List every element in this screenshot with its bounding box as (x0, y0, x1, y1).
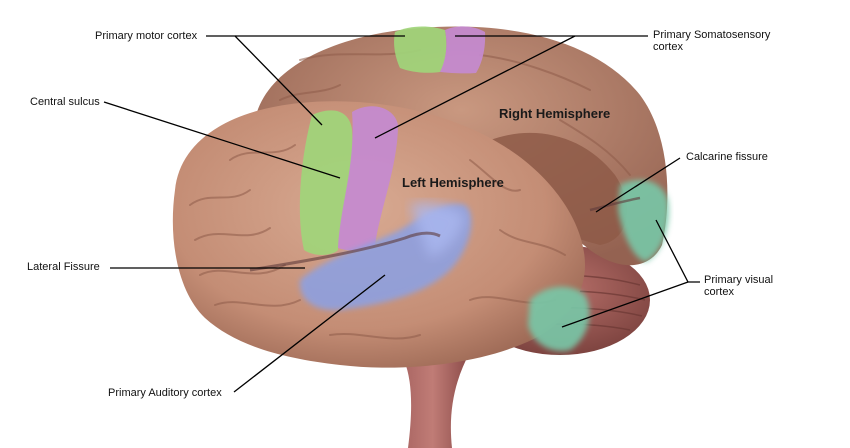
primary-visual-cortex-region-left (528, 286, 590, 352)
primary-motor-cortex-region (299, 110, 353, 255)
label-primary-visual-cortex-line1: Primary visual (704, 274, 774, 286)
brain-stem (395, 348, 470, 448)
label-primary-motor-cortex: Primary motor cortex (95, 30, 198, 42)
right-motor-cortex-region (394, 26, 447, 73)
label-central-sulcus: Central sulcus (30, 96, 100, 108)
label-right-hemisphere: Right Hemisphere (499, 106, 611, 121)
label-calcarine-fissure: Calcarine fissure (686, 151, 768, 163)
calcarine-groove (589, 196, 641, 212)
label-primary-visual-cortex-line2: cortex (704, 286, 734, 298)
right-somatosensory-cortex-region (440, 26, 486, 74)
label-lateral-fissure: Lateral Fissure (27, 261, 100, 273)
label-left-hemisphere: Left Hemisphere (402, 175, 504, 190)
label-primary-somatosensory-cortex-line2: cortex (653, 41, 683, 53)
leader-primary-somatosensory-b (374, 35, 576, 139)
primary-somatosensory-cortex-region (338, 106, 398, 251)
leader-primary-auditory-cortex (233, 274, 386, 393)
leader-central-sulcus (103, 101, 341, 179)
left-hemisphere-surface (172, 101, 585, 368)
lateral-fissure-groove (249, 231, 441, 272)
leader-primary-visual-cortex-b (561, 281, 689, 328)
leader-calcarine-fissure (595, 157, 681, 213)
leader-lines (103, 35, 700, 393)
label-primary-auditory-cortex: Primary Auditory cortex (108, 387, 222, 399)
label-primary-somatosensory-cortex-line1: Primary Somatosensory (653, 29, 771, 41)
